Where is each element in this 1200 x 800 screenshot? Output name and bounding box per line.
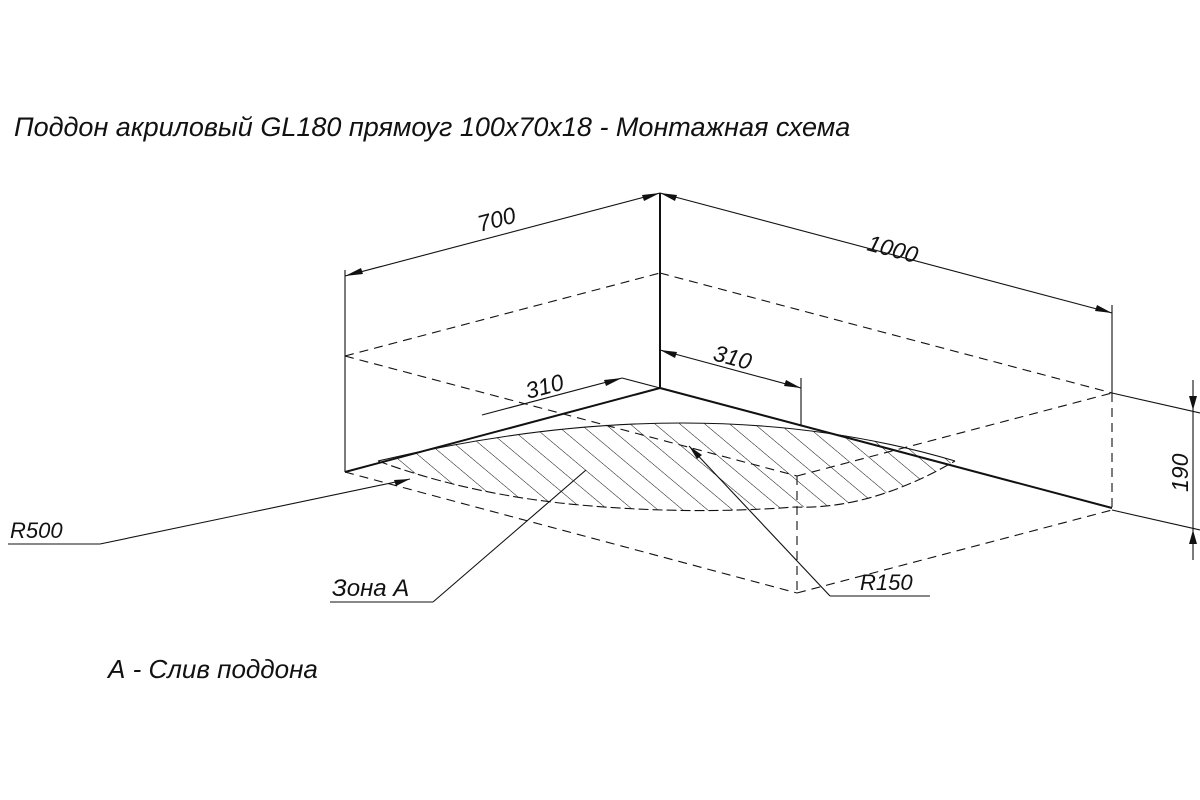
dimension-190 [1111,380,1200,560]
zone-a-label: Зона А [332,575,409,602]
dimension-310-left [481,377,661,416]
zone-a-hatched-area [377,422,956,512]
dimension-310-left-label: 310 [523,369,567,404]
legend-drain: А - Слив поддона [106,654,318,684]
dimension-310-right-label: 310 [711,340,755,375]
zone-a-leader [330,469,587,603]
visible-edges [344,193,1113,509]
dimension-1000-label: 1000 [865,230,921,268]
r150-leader [688,445,930,597]
dimension-310-right [659,349,802,426]
dimension-700 [344,192,661,472]
diagram-title: Поддон акриловый GL180 прямоуг 100х70х18… [14,112,850,142]
dimension-190-label: 190 [1167,453,1193,492]
r150-label: R150 [860,570,913,595]
r500-label: R500 [10,518,63,543]
r500-leader [8,478,411,545]
dimension-1000 [659,192,1113,393]
